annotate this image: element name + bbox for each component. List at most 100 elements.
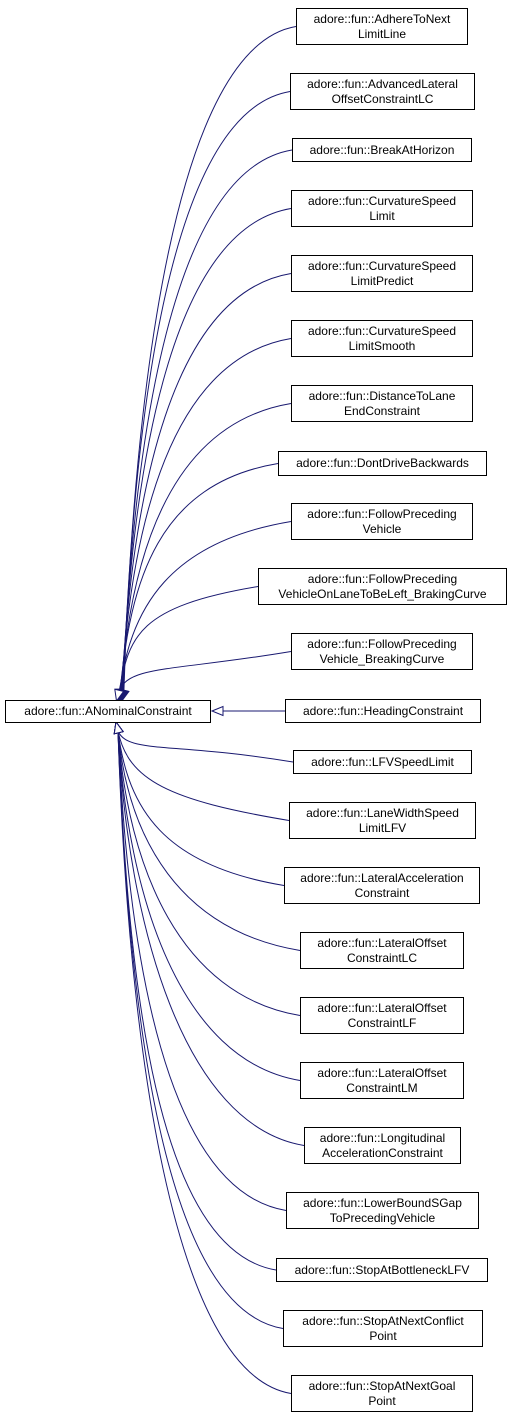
derived-class-label-line: adore::fun::DistanceToLane	[308, 388, 456, 403]
inheritance-edge	[119, 463, 279, 693]
derived-class-label-line: adore::fun::LFVSpeedLimit	[311, 754, 454, 769]
derived-class-label-line: adore::fun::StopAtNextGoal	[308, 1378, 456, 1393]
derived-class-label-line: AccelerationConstraint	[322, 1145, 443, 1160]
inheritance-arrowhead	[114, 688, 125, 703]
derived-class-label-line: ConstraintLC	[346, 950, 417, 965]
inheritance-edge	[120, 403, 292, 693]
derived-class-label-line: LimitSmooth	[348, 338, 416, 353]
derived-class-node[interactable]: adore::fun::StopAtBottleneckLFV	[276, 1258, 488, 1282]
inheritance-edge	[120, 338, 292, 693]
derived-class-label-line: Limit	[369, 208, 395, 223]
derived-class-label-line: ConstraintLM	[346, 1080, 418, 1095]
derived-class-node[interactable]: adore::fun::LFVSpeedLimit	[293, 750, 472, 774]
derived-class-label-line: Point	[368, 1393, 396, 1408]
derived-class-label-line: Vehicle	[362, 521, 402, 536]
derived-class-label-line: Constraint	[354, 885, 410, 900]
inheritance-edge	[118, 586, 259, 693]
inheritance-arrowhead	[210, 705, 224, 717]
derived-class-label: adore::fun::BreakAtHorizon	[310, 143, 455, 158]
inheritance-edge	[117, 730, 285, 886]
derived-class-label-line: adore::fun::LateralOffset	[317, 935, 447, 950]
inheritance-edge	[117, 730, 292, 1394]
inheritance-edge	[119, 521, 292, 693]
derived-class-label-line: adore::fun::LowerBoundSGap	[303, 1195, 462, 1210]
inheritance-arrowhead	[113, 720, 124, 735]
inheritance-edge	[117, 730, 301, 1081]
inheritance-edge	[117, 730, 284, 1329]
derived-class-label-line: ConstraintLF	[347, 1015, 417, 1030]
derived-class-label-line: EndConstraint	[343, 403, 421, 418]
derived-class-label-line: LimitLFV	[358, 820, 407, 835]
derived-class-node[interactable]: adore::fun::BreakAtHorizon	[292, 138, 472, 162]
derived-class-label-line: adore::fun::CurvatureSpeed	[307, 193, 457, 208]
derived-class-label-line: adore::fun::LateralOffset	[317, 1000, 447, 1015]
derived-class-label-line: adore::fun::AdhereToNext	[313, 11, 451, 26]
derived-class-label-line: adore::fun::DontDriveBackwards	[296, 456, 469, 470]
inheritance-edge	[117, 730, 287, 1211]
inheritance-edge	[117, 730, 301, 951]
derived-class-label: adore::fun::HeadingConstraint	[303, 704, 463, 719]
inheritance-edge	[117, 730, 305, 1146]
inheritance-edge	[122, 149, 293, 693]
derived-class-label-line: adore::fun::FollowPreceding	[307, 636, 457, 651]
derived-class-label-line: ToPrecedingVehicle	[329, 1210, 436, 1225]
inheritance-edge	[118, 651, 292, 693]
derived-class-label-line: adore::fun::BreakAtHorizon	[309, 142, 455, 157]
derived-class-label-line: adore::fun::AdvancedLateral	[307, 76, 458, 91]
derived-class-label: adore::fun::DontDriveBackwards	[296, 456, 469, 471]
derived-class-node[interactable]: adore::fun::HeadingConstraint	[285, 699, 481, 723]
derived-class-label-line: adore::fun::StopAtBottleneckLFV	[294, 1262, 470, 1277]
derived-class-label-line: LimitLine	[357, 26, 406, 41]
derived-class-label-line: adore::fun::LateralOffset	[317, 1065, 447, 1080]
inheritance-edge	[117, 730, 290, 821]
derived-class-node[interactable]: adore::fun::DontDriveBackwards	[278, 451, 487, 476]
derived-class-label-line: Vehicle_BreakingCurve	[319, 651, 445, 666]
inheritance-edge	[117, 730, 301, 1016]
derived-class-label-line: OffsetConstraintLC	[331, 91, 434, 106]
derived-class-label-line: adore::fun::FollowPreceding	[307, 571, 458, 586]
derived-class-label-line: LimitPredict	[350, 273, 414, 288]
inheritance-edge	[117, 730, 294, 763]
derived-class-label-line: VehicleOnLaneToBeLeft_BrakingCurve	[278, 586, 487, 601]
base-class-label: adore::fun::ANominalConstraint	[24, 704, 192, 718]
derived-class-label-line: adore::fun::CurvatureSpeed	[307, 323, 457, 338]
derived-class-label-line: adore::fun::LaneWidthSpeed	[306, 805, 459, 820]
base-class-node[interactable]: adore::fun::ANominalConstraint	[5, 700, 211, 723]
derived-class-label-line: Point	[369, 1328, 397, 1343]
derived-class-label-line: adore::fun::FollowPreceding	[307, 506, 457, 521]
